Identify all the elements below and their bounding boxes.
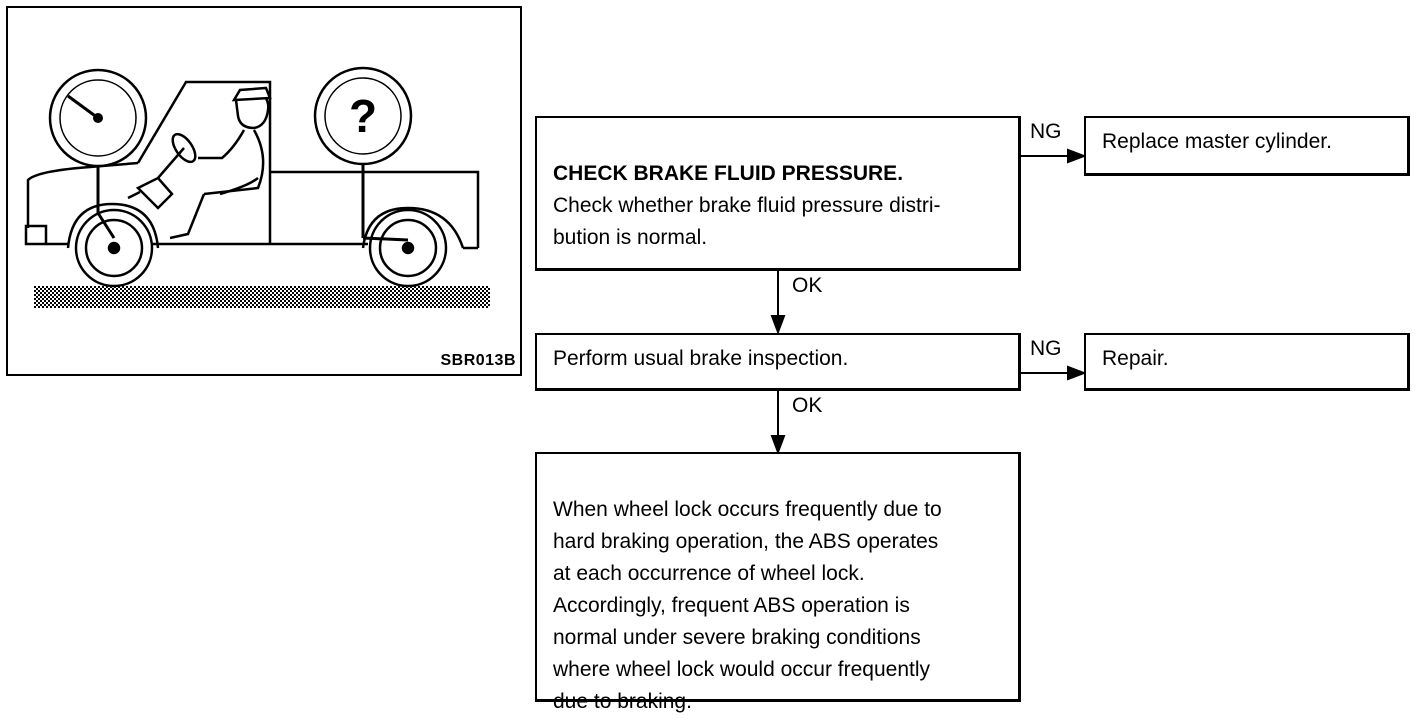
pressure-gauge-left xyxy=(48,68,148,239)
result-repair: Repair. xyxy=(1084,333,1410,391)
step-body: Check whether brake fluid pressure distr… xyxy=(553,194,941,249)
step-check-brake-fluid-pressure: CHECK BRAKE FLUID PRESSURE. Check whether… xyxy=(535,116,1021,271)
wheels xyxy=(74,208,448,288)
note-abs-operation: When wheel lock occurs frequently due to… xyxy=(535,452,1021,713)
ng-label-2: NG xyxy=(1030,337,1062,360)
step-title: CHECK BRAKE FLUID PRESSURE. xyxy=(553,162,904,185)
figure-code: SBR013B xyxy=(440,352,516,369)
ng-label-1: NG xyxy=(1030,120,1062,143)
truck-body xyxy=(24,80,480,250)
ng-arrow-2-head xyxy=(1067,365,1087,381)
vehicle-illustration: ? SBR013B xyxy=(6,6,522,376)
question-mark-icon: ? xyxy=(349,90,377,142)
step-text: Perform usual brake inspection. xyxy=(553,347,849,370)
ground xyxy=(34,286,490,308)
step-usual-brake-inspection: Perform usual brake inspection. xyxy=(535,333,1021,391)
driver-figure xyxy=(127,86,272,240)
result-replace-master-cylinder: Replace master cylinder. xyxy=(1084,116,1410,176)
ng-arrow-1-head xyxy=(1067,148,1087,164)
pressure-gauge-right: ? xyxy=(313,66,413,242)
ok-arrow-2-head xyxy=(770,435,786,455)
result-text: Repair. xyxy=(1102,347,1169,370)
ok-label-1: OK xyxy=(792,274,823,297)
note-text: When wheel lock occurs frequently due to… xyxy=(553,498,942,713)
ok-label-2: OK xyxy=(792,394,823,417)
result-text: Replace master cylinder. xyxy=(1102,130,1332,153)
ok-arrow-1-head xyxy=(770,315,786,335)
vehicle-gauge-drawing: ? xyxy=(24,66,490,308)
